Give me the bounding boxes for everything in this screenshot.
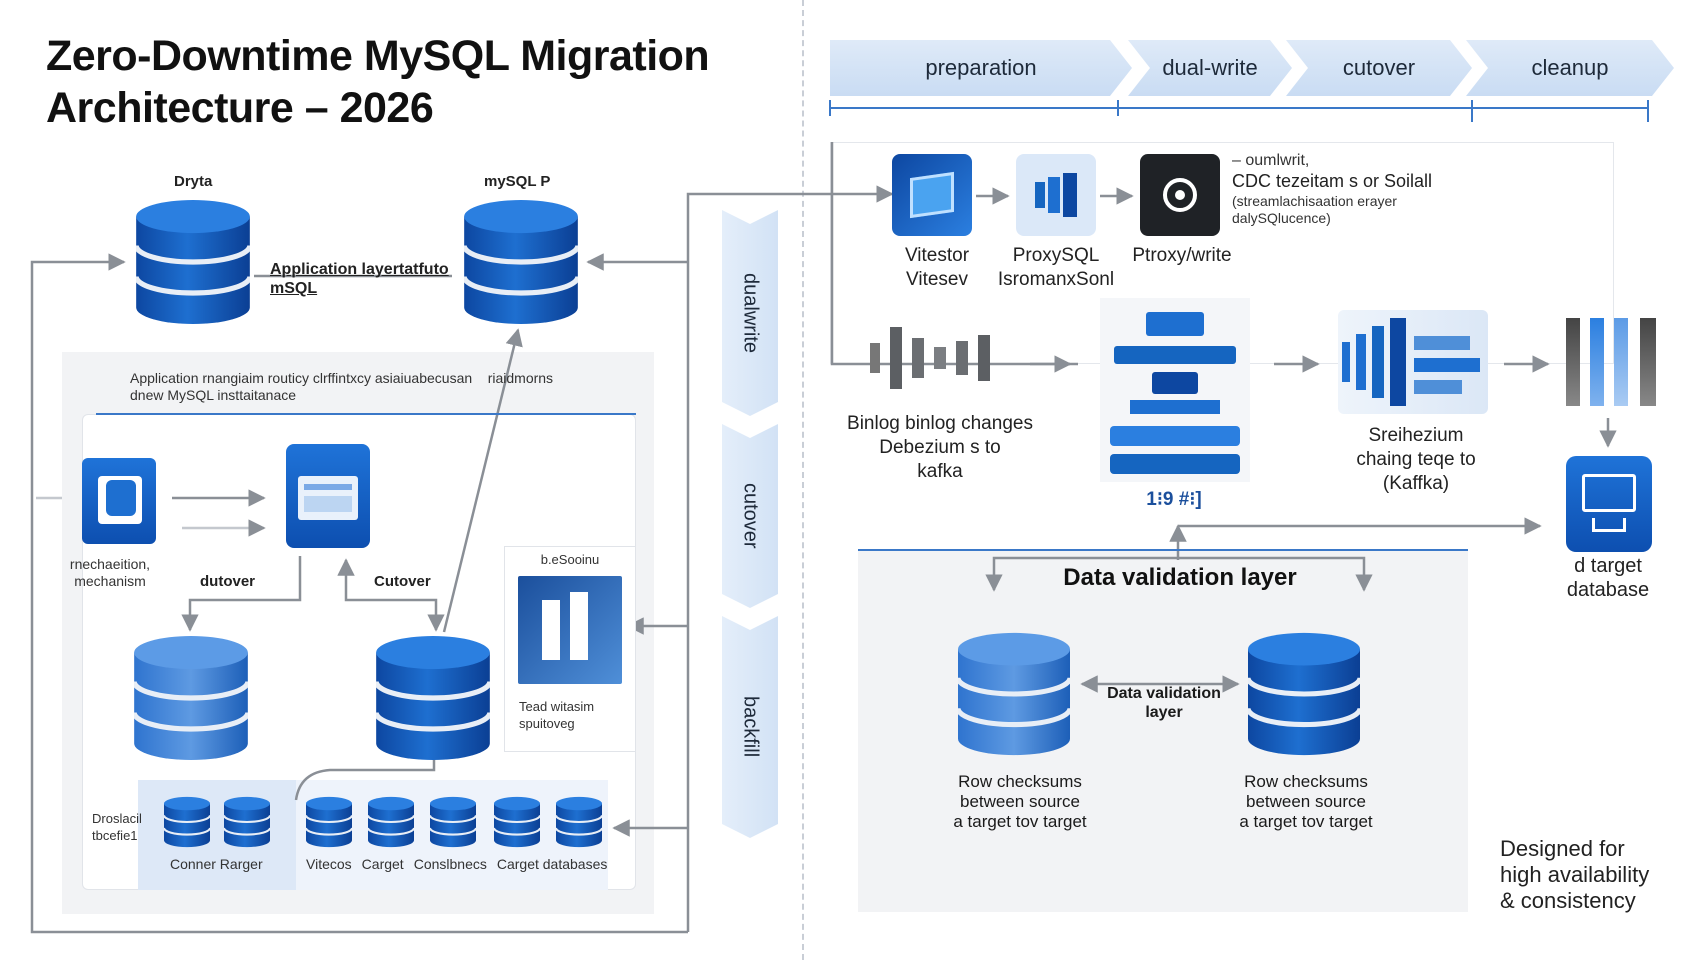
db-label-right: mySQL P bbox=[484, 173, 551, 190]
phase-dual-write[interactable]: dual-write bbox=[1128, 40, 1292, 96]
title-line-1: Zero-Downtime MySQL Migration bbox=[46, 32, 710, 80]
target-shard-4-icon bbox=[494, 796, 540, 848]
bottom-caption: Conner Rarger bbox=[170, 856, 263, 872]
phase-cutover[interactable]: cutover bbox=[1286, 40, 1472, 96]
vitess-label: Vitestor Vitesev bbox=[904, 245, 970, 290]
source-shard-1-icon bbox=[164, 796, 210, 848]
stream-processor-icon[interactable] bbox=[1338, 310, 1488, 414]
binlog-label: Binlog binlog changes Debezium s to kafk… bbox=[847, 413, 1033, 482]
target-checksum-db-icon[interactable] bbox=[1248, 632, 1360, 756]
router-card-icon[interactable] bbox=[286, 444, 370, 548]
phase-preparation[interactable]: preparation bbox=[830, 40, 1132, 96]
stream-icon bbox=[518, 576, 622, 684]
target-database-monitor-icon[interactable] bbox=[1566, 456, 1652, 552]
target-database-icon[interactable] bbox=[464, 200, 578, 324]
title-line-2: Architecture – 2026 bbox=[46, 84, 434, 132]
cdc-description: – oumlwrit, CDC tezeitam s or Soilall (s… bbox=[1232, 152, 1433, 226]
db-label-left: Dryta bbox=[174, 173, 213, 190]
target-shard-3-icon bbox=[430, 796, 476, 848]
dutover-label: dutover bbox=[200, 573, 256, 590]
validation-title: Data validation layer bbox=[1063, 564, 1297, 591]
proxysql-label: ProxySQL IsromanxSonl bbox=[997, 245, 1115, 290]
bottom-left-label: Droslacil tbcefie1 bbox=[92, 811, 142, 843]
sink-connector-icon[interactable] bbox=[1564, 318, 1658, 406]
app-layer-label: Application layertatfuto mSQL bbox=[270, 261, 449, 297]
binlog-wave-icon bbox=[870, 322, 990, 394]
legacy-database-icon[interactable] bbox=[134, 636, 248, 760]
source-database-icon[interactable] bbox=[136, 200, 250, 324]
bottom-captions-right: Vitecos Carget Conslbnecs Carget databas… bbox=[306, 856, 608, 872]
stream-label: Sreihezium chaing teqe to (Kaffka) bbox=[1356, 425, 1476, 494]
stage-dualwrite[interactable]: dualwrite bbox=[722, 210, 778, 416]
validation-mid-label: Data validation layer bbox=[1107, 685, 1221, 721]
target-shard-2-icon bbox=[368, 796, 414, 848]
proxysql-icon[interactable] bbox=[1016, 154, 1096, 236]
source-checksum-db-icon[interactable] bbox=[958, 632, 1070, 756]
stage-backfill[interactable]: backfill bbox=[722, 616, 778, 838]
mini-card: b.eSooinu Tead witasim spuitoveg bbox=[504, 546, 636, 752]
vitess-icon[interactable] bbox=[892, 154, 972, 236]
phase-cleanup[interactable]: cleanup bbox=[1466, 40, 1674, 96]
kafka-cluster-icon[interactable] bbox=[1100, 298, 1250, 482]
target-database-label: d target database bbox=[1566, 555, 1650, 601]
target-shard-5-icon bbox=[556, 796, 602, 848]
proxy-write-icon[interactable] bbox=[1140, 154, 1220, 236]
stage-cutover[interactable]: cutover bbox=[722, 424, 778, 608]
checksum-right-label: Row checksums between source a target to… bbox=[1239, 772, 1373, 831]
page-title: Zero-Downtime MySQL Migration Architectu… bbox=[46, 30, 710, 134]
mechanism-label: rnechaeition, mechanism bbox=[69, 556, 151, 589]
footer-note: Designed for high availability & consist… bbox=[1500, 836, 1650, 913]
kafka-code-label: 1⁝9 #⁝] bbox=[1146, 489, 1202, 510]
panel-caption: Application rnangiaim routicy clrffintxc… bbox=[130, 370, 554, 403]
proxy-write-label: Ptroxy/write bbox=[1132, 245, 1232, 266]
source-shard-2-icon bbox=[224, 796, 270, 848]
application-icon[interactable] bbox=[82, 458, 156, 544]
checksum-left-label: Row checksums between source a target to… bbox=[953, 772, 1087, 831]
cutover-label: Cutover bbox=[374, 573, 431, 590]
new-database-icon[interactable] bbox=[376, 636, 490, 760]
section-divider bbox=[802, 0, 804, 960]
target-shard-1-icon bbox=[306, 796, 352, 848]
